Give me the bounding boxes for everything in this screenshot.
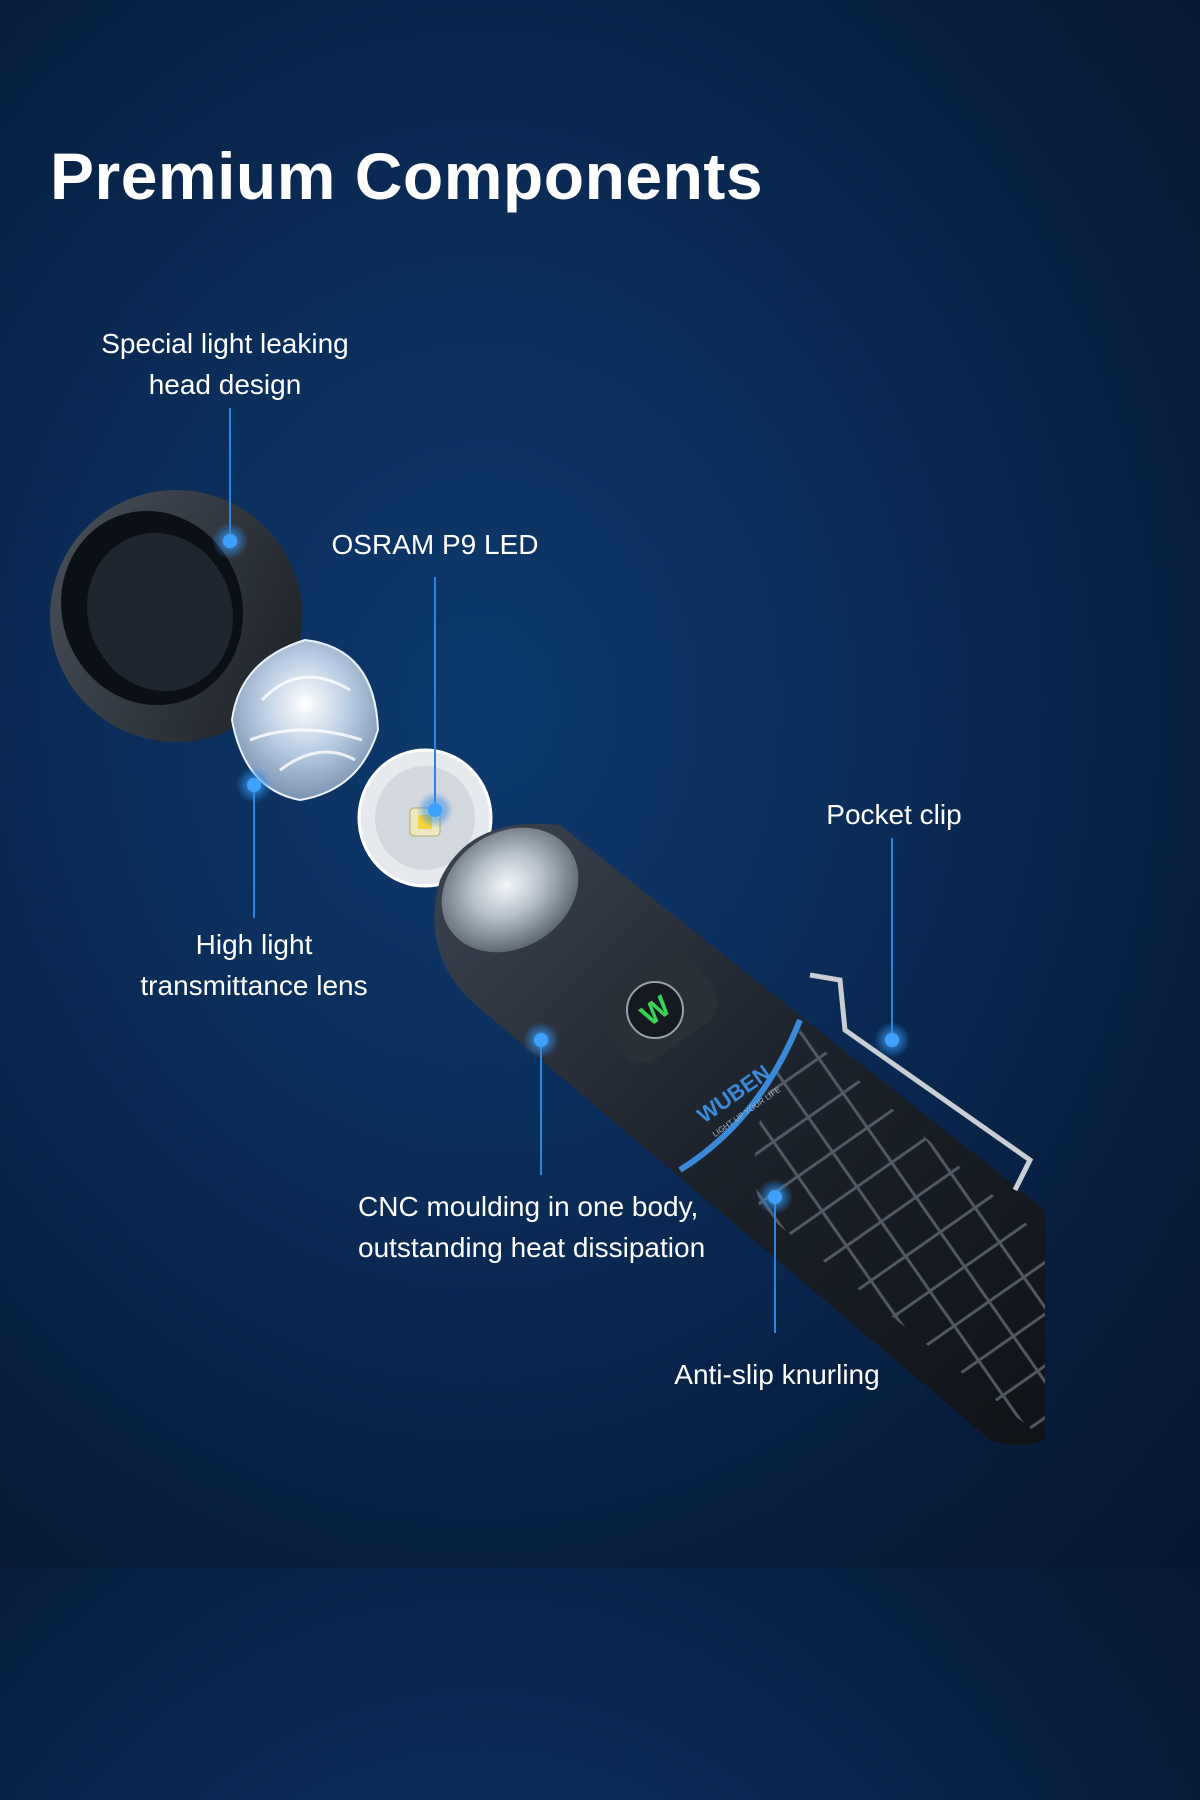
callout-line: Pocket clip [826,799,962,830]
flashlight-illustration: W WUBEN LIGHT UP YOUR LIFE [50,408,1045,1445]
callout-pocket-clip: Pocket clip [820,794,968,835]
flashlight-body: W WUBEN LIGHT UP YOUR LIFE [434,823,1045,1445]
callout-line: transmittance lens [140,970,368,1001]
page-title: Premium Components [50,139,764,213]
leader-lines [229,408,893,1333]
callout-dots [212,523,910,1215]
callout-line: outstanding heat dissipation [358,1232,706,1263]
callout-line: Special light leaking [101,328,349,359]
pocket-clip [809,972,1034,1192]
callout-line: Anti-slip knurling [674,1359,880,1390]
callout-cnc: CNC moulding in one body, outstanding he… [358,1186,728,1268]
callout-line: CNC moulding in one body, [358,1191,699,1222]
callout-line: OSRAM P9 LED [331,529,539,560]
callout-lens: High light transmittance lens [134,924,374,1006]
callout-led: OSRAM P9 LED [330,524,540,565]
callout-line: High light [195,929,313,960]
callout-knurling: Anti-slip knurling [664,1354,890,1395]
tir-lens [230,638,380,802]
callout-line: head design [148,369,302,400]
callout-head-design: Special light leaking head design [95,323,355,405]
